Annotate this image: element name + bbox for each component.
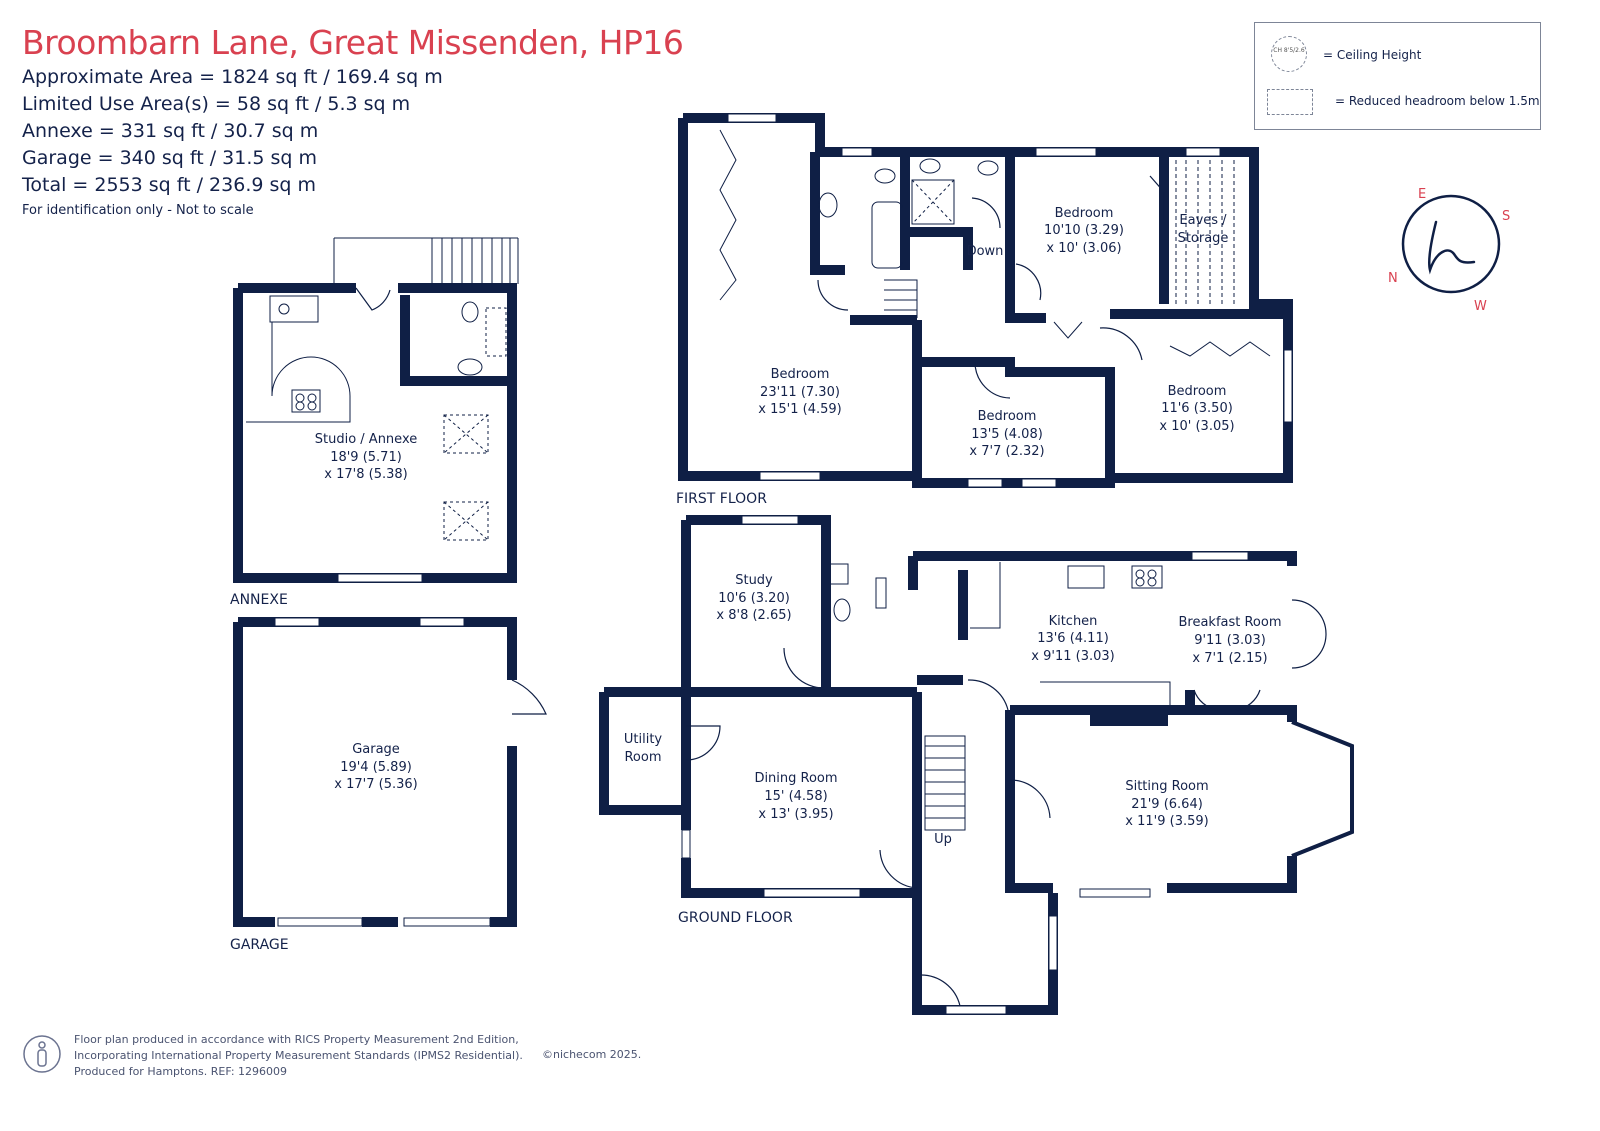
reduced-headroom-label: = Reduced headroom below 1.5m <box>1335 94 1540 108</box>
room-breakfast-dim1: 9'11 (3.03) <box>1194 633 1266 648</box>
fittings <box>246 129 1271 710</box>
room-utility-name: Utility <box>624 732 663 747</box>
copyright: ©nichecom 2025. <box>542 1048 642 1061</box>
label-garage: GARAGE <box>230 937 289 953</box>
stairs <box>333 160 1235 831</box>
room-garage-dim1: 19'4 (5.89) <box>340 760 412 775</box>
room-kitchen-dim2: x 9'11 (3.03) <box>1031 649 1114 664</box>
footer-text: Floor plan produced in accordance with R… <box>74 1032 523 1080</box>
room-bedroom-2-dim2: x 7'7 (2.32) <box>969 444 1044 459</box>
compass-n: N <box>1388 271 1398 286</box>
header: Broombarn Lane, Great Missenden, HP16 Ap… <box>22 22 684 218</box>
room-bedroom-2-name: Bedroom <box>978 409 1037 424</box>
door-swings <box>355 175 1327 1007</box>
footer-line-1: Floor plan produced in accordance with R… <box>74 1033 519 1046</box>
area-annexe: Annexe = 331 sq ft / 30.7 sq m <box>22 120 319 142</box>
room-bedroom-1-dim1: 23'11 (7.30) <box>760 385 840 400</box>
room-bedroom-4-dim1: 11'6 (3.50) <box>1161 401 1233 416</box>
room-sitting-dim1: 21'9 (6.64) <box>1131 797 1203 812</box>
area-approximate: Approximate Area = 1824 sq ft / 169.4 sq… <box>22 66 443 88</box>
room-utility-name2: Room <box>624 750 661 765</box>
room-bedroom-3-name: Bedroom <box>1055 206 1114 221</box>
room-breakfast-dim2: x 7'1 (2.15) <box>1192 651 1267 666</box>
footer-line-2: Incorporating International Property Mea… <box>74 1049 523 1062</box>
room-study-dim1: 10'6 (3.20) <box>718 591 790 606</box>
ipms-logo-icon <box>23 1035 61 1073</box>
room-garage-dim2: x 17'7 (5.36) <box>334 777 417 792</box>
room-kitchen-dim1: 13'6 (4.11) <box>1037 631 1109 646</box>
room-sitting-name: Sitting Room <box>1125 779 1208 794</box>
room-bedroom-3-dim2: x 10' (3.06) <box>1046 241 1121 256</box>
room-dining-name: Dining Room <box>754 771 837 786</box>
ground-floor-walls <box>599 515 1297 1015</box>
legend: CH 8'5/2.6 = Ceiling Height = Reduced he… <box>1254 22 1541 130</box>
room-eaves-name2: Storage <box>1178 231 1229 246</box>
room-bedroom-1-dim2: x 15'1 (4.59) <box>758 402 841 417</box>
room-study-name: Study <box>735 573 773 588</box>
compass-s: S <box>1502 209 1510 224</box>
room-dining-dim2: x 13' (3.95) <box>758 807 833 822</box>
stairs-up-label: Up <box>934 832 952 847</box>
label-first-floor: FIRST FLOOR <box>676 491 767 507</box>
area-limited-use: Limited Use Area(s) = 58 sq ft / 5.3 sq … <box>22 93 411 115</box>
stairs-down-label: Down <box>967 244 1004 259</box>
windows <box>274 113 1293 1015</box>
label-ground-floor: GROUND FLOOR <box>678 910 793 926</box>
room-bedroom-3-dim1: 10'10 (3.29) <box>1044 223 1124 238</box>
room-annexe-name: Studio / Annexe <box>315 432 417 447</box>
room-eaves-name: Eaves / <box>1179 213 1227 228</box>
area-garage: Garage = 340 sq ft / 31.5 sq m <box>22 147 318 169</box>
room-sitting-dim2: x 11'9 (3.59) <box>1125 814 1208 829</box>
room-dining-dim1: 15' (4.58) <box>764 789 827 804</box>
reduced-headroom-symbol <box>1267 89 1313 115</box>
compass-e: E <box>1418 187 1426 202</box>
room-bedroom-1-name: Bedroom <box>771 367 830 382</box>
annexe-walls <box>233 283 517 583</box>
ceiling-height-symbol: CH 8'5/2.6 <box>1271 36 1307 72</box>
footer-line-3: Produced for Hamptons. REF: 1296009 <box>74 1065 288 1078</box>
bay-window <box>1291 720 1354 858</box>
room-garage-name: Garage <box>352 742 400 757</box>
area-total: Total = 2553 sq ft / 236.9 sq m <box>22 174 316 196</box>
room-breakfast-name: Breakfast Room <box>1178 615 1281 630</box>
disclaimer: For identification only - Not to scale <box>22 203 254 218</box>
compass-w: W <box>1474 299 1487 314</box>
page-title: Broombarn Lane, Great Missenden, HP16 <box>22 23 684 62</box>
room-bedroom-2-dim1: 13'5 (4.08) <box>971 427 1043 442</box>
compass-icon: E S W N <box>1388 187 1510 314</box>
ceiling-height-label: = Ceiling Height <box>1323 48 1422 62</box>
garage-walls <box>233 617 517 927</box>
room-bedroom-4-name: Bedroom <box>1168 384 1227 399</box>
room-bedroom-4-dim2: x 10' (3.05) <box>1159 419 1234 434</box>
room-study-dim2: x 8'8 (2.65) <box>716 608 791 623</box>
room-annexe-dim1: 18'9 (5.71) <box>330 450 402 465</box>
room-kitchen-name: Kitchen <box>1049 614 1098 629</box>
room-annexe-dim2: x 17'8 (5.38) <box>324 467 407 482</box>
label-annexe: ANNEXE <box>230 592 288 608</box>
ground-floor-counter <box>1090 712 1168 726</box>
